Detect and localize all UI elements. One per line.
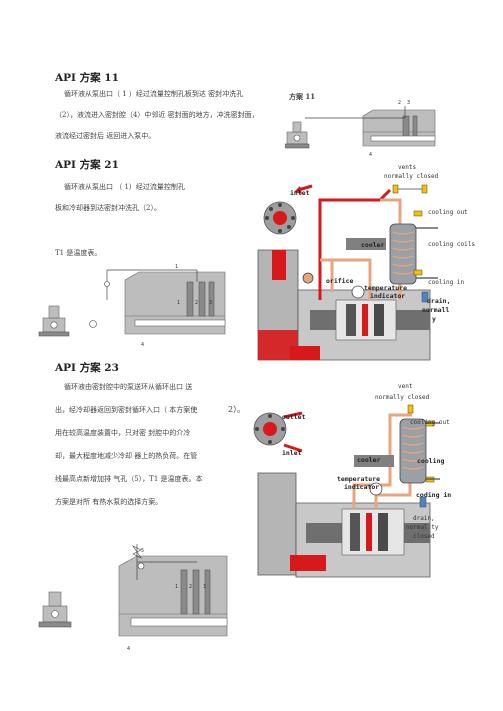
plan21-label-cooler: cooler	[361, 241, 385, 249]
plan21-schematic: 1 2 3 4 1	[38, 264, 226, 348]
plan21-label-inlet: inlet	[290, 189, 310, 197]
plan23-heading: API 方案 23	[55, 362, 119, 374]
svg-text:2: 2	[195, 300, 198, 306]
plan23-label-indicator: indicator	[344, 483, 380, 491]
plan23-label-drain-3: closed	[413, 533, 435, 540]
svg-text:3: 3	[209, 300, 212, 306]
svg-text:1: 1	[175, 584, 178, 590]
plan21-cooler	[389, 223, 417, 285]
svg-text:5: 5	[141, 548, 144, 554]
plan21-orifice-icon	[104, 281, 110, 287]
plan21-label-drain-1: drain,	[427, 297, 451, 305]
plan21-label-cooling-coils: cooling coils	[428, 241, 475, 248]
plan23-label-inlet: inlet	[282, 449, 302, 457]
plan11-line-1: 循环液从泵出口（ 1 ）经过流量控制孔板到达 密封冲洗孔	[64, 90, 244, 98]
plan23-label-cooling-out: cooling out	[410, 419, 450, 426]
plan11-gland	[402, 115, 410, 139]
plan21-label-normally-closed: normally closed	[384, 173, 439, 180]
plan23-label-outlet: outlet	[282, 413, 306, 421]
plan23-label-temperature: temperature	[337, 475, 381, 483]
plan21-heading: API 方案 21	[55, 159, 119, 171]
plan11-schematic: 2 3 4	[285, 100, 436, 158]
plan21-label-cooling-out: cooling out	[428, 209, 468, 216]
plan23-line-3: 用在较高温度装置中，只对密 封腔中的介冷	[55, 429, 191, 437]
svg-text:1: 1	[175, 264, 178, 270]
svg-text:4: 4	[141, 342, 144, 348]
plan21-line-2: 板和冷却器到达密封冲洗孔（2）。	[55, 204, 161, 212]
plan23-line-6: 方案是对所 有热水泵的选择方案。	[55, 498, 163, 506]
plan23-temperature-indicator-icon	[369, 482, 383, 496]
plan21-label-indicator: indicator	[370, 292, 406, 300]
plan23-diagram	[253, 404, 440, 578]
plan21-label-drain-2: normall	[422, 306, 450, 314]
plan21-label-vents: vents	[398, 164, 417, 171]
plan23-label-drain-2: normal ty	[406, 524, 439, 531]
plan11-callout-2: 2	[398, 100, 401, 106]
svg-text:3: 3	[203, 584, 206, 590]
plan21-t1-gauge-icon	[89, 320, 97, 328]
plan23-line-1: 循环液由密封腔中的泵送环从循环出口 送	[64, 383, 193, 391]
plan23-label-drain-1: drain,	[413, 515, 435, 522]
plan11-callout-4: 4	[369, 152, 372, 158]
plan21-line-1: 循环液从泵出口 （ 1）经过流量控制孔	[64, 183, 185, 191]
plan23-line-5: 线最高点新增加排 气孔（5），T1 是温度表。本	[55, 475, 203, 483]
plan23-overflow-text: 2）。	[228, 405, 246, 414]
svg-text:1: 1	[177, 300, 180, 306]
plan23-t1-gauge-icon	[137, 562, 145, 570]
plan21-label-temperature: temperature	[364, 284, 408, 292]
plan21-label-cooling-in: cooling in	[428, 279, 465, 286]
plan21-note: T1 是温度表。	[55, 249, 102, 257]
plan11-side-title: 方案 11	[289, 92, 316, 101]
plan23-schematic: 5 1 2 3 4	[38, 544, 228, 652]
plan23-line-4: 却，最大程度地减少冷却 器上的热负荷。在管	[55, 452, 198, 460]
plan11-line-3: 液流经过密封后 返回进入泵中。	[55, 132, 156, 140]
plan23-label-cooler: cooler	[357, 456, 381, 464]
plan23-housing	[118, 555, 228, 637]
svg-text:2: 2	[189, 584, 192, 590]
plan23-vent-valve-icon	[132, 545, 142, 559]
plan23-label-coding-in: coding in	[416, 491, 452, 499]
plan11-heading: API 方案 11	[55, 72, 119, 84]
plan11-line-2: （2），液流进入密封腔（4）中邻近 密封面的地方，冲洗密封面，	[55, 111, 259, 119]
plan23-label-vent: vent	[398, 383, 413, 390]
plan21-orifice	[302, 272, 314, 284]
plan23-label-normally-closed: normally closed	[375, 394, 430, 401]
plan21-temperature-indicator-icon	[351, 285, 365, 299]
plan23-line-2: 出，经冷却器返回到密封循环入口（ 本方案使	[55, 406, 198, 414]
plan23-cooler	[399, 418, 427, 484]
plan11-callout-3: 3	[407, 100, 410, 106]
plan23-label-cooling: cooling	[417, 457, 445, 465]
plan21-label-orifice: orifice	[326, 277, 354, 285]
plan21-diagram	[257, 184, 438, 361]
plan21-label-drain-3: y	[432, 315, 436, 323]
svg-text:4: 4	[127, 646, 130, 652]
